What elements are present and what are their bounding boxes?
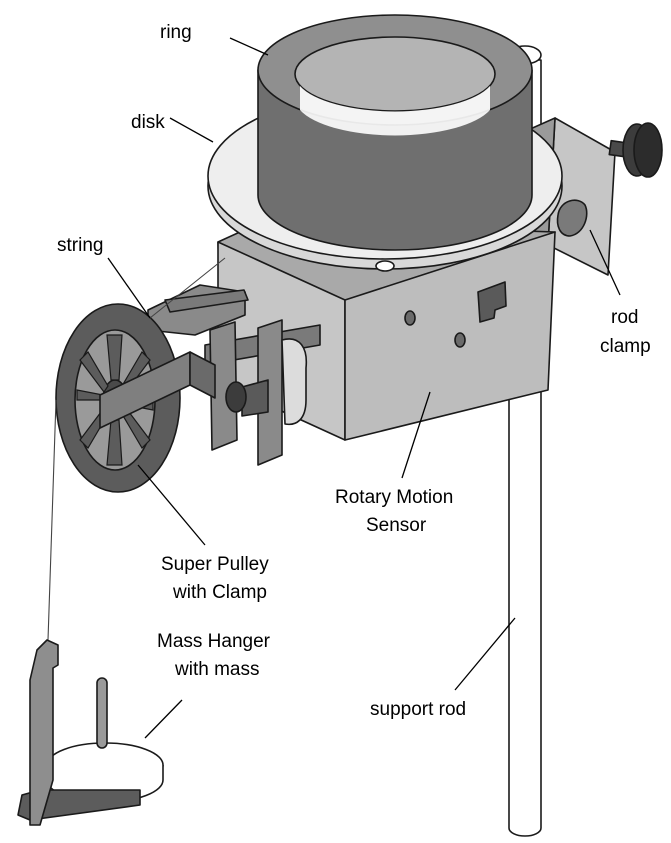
mass-hanger-label-line1: Mass Hanger (157, 631, 271, 652)
disk-label: disk (131, 112, 165, 133)
super-pulley-label-line2: with Clamp (172, 582, 267, 603)
rotary-motion-sensor-label-line1: Rotary Motion (335, 487, 453, 508)
rod-clamp-label-line2: clamp (600, 336, 651, 357)
ring-label: ring (160, 22, 192, 43)
super-pulley-label-line1: Super Pulley (161, 554, 269, 575)
string-label: string (57, 235, 103, 256)
ring (257, 14, 533, 251)
support-rod-label: support rod (370, 699, 466, 720)
mass-hanger-label-line2: with mass (174, 659, 259, 680)
rod-clamp-label-line1: rod (611, 307, 638, 328)
rotary-motion-sensor-label-line2: Sensor (366, 515, 427, 536)
mass-hanger-with-mass (17, 639, 164, 826)
label-leaders (107, 37, 621, 739)
string (47, 257, 226, 641)
super-pulley-with-clamp (55, 284, 321, 493)
